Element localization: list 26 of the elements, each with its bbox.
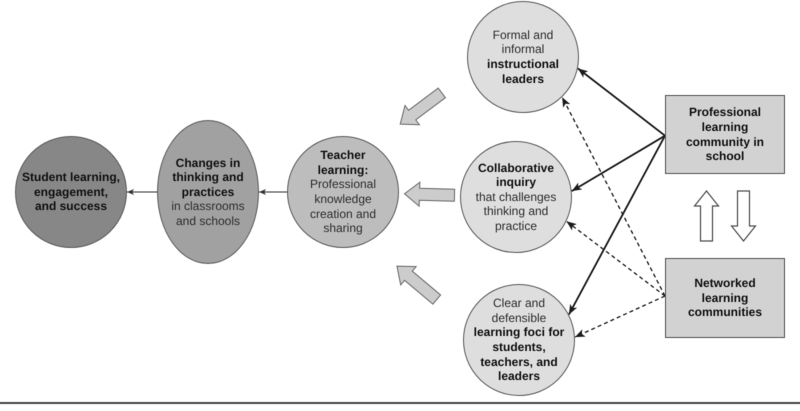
rectangle-node xyxy=(665,95,785,174)
arrow xyxy=(577,68,666,136)
arrow xyxy=(258,189,288,195)
block-arrow xyxy=(400,87,446,126)
dashed-arrow xyxy=(574,295,666,338)
node-text: Professional learning community in school xyxy=(684,105,765,164)
node-text: Changes in thinking and practices xyxy=(171,156,245,200)
arrow xyxy=(126,189,158,195)
node-text: in classrooms and schools xyxy=(170,199,246,228)
dashed-arrow xyxy=(562,96,666,296)
hollow-block-arrow xyxy=(693,190,720,242)
block-arrow xyxy=(404,181,456,208)
node-text: Professional knowledge creation and sharing xyxy=(308,177,378,236)
arrow xyxy=(571,134,666,192)
arrow xyxy=(568,135,666,315)
dashed-arrow xyxy=(566,220,666,297)
node-text: Networked learning communities xyxy=(686,276,763,320)
node-text: Clear and defensible learning foci for students, teachers, and leaders xyxy=(472,296,566,384)
node-text: that challenges thinking and practice xyxy=(474,190,558,234)
node-text: Formal and informal instructional leaders xyxy=(486,28,560,86)
node-text: Teacher learning: xyxy=(316,148,370,178)
hollow-block-arrow xyxy=(730,190,757,242)
rectangle-node xyxy=(665,258,785,338)
block-arrow xyxy=(396,266,442,305)
node-text: Student learning, engagement, and success xyxy=(22,170,120,214)
node-text: Collaborative inquiry xyxy=(476,160,556,190)
